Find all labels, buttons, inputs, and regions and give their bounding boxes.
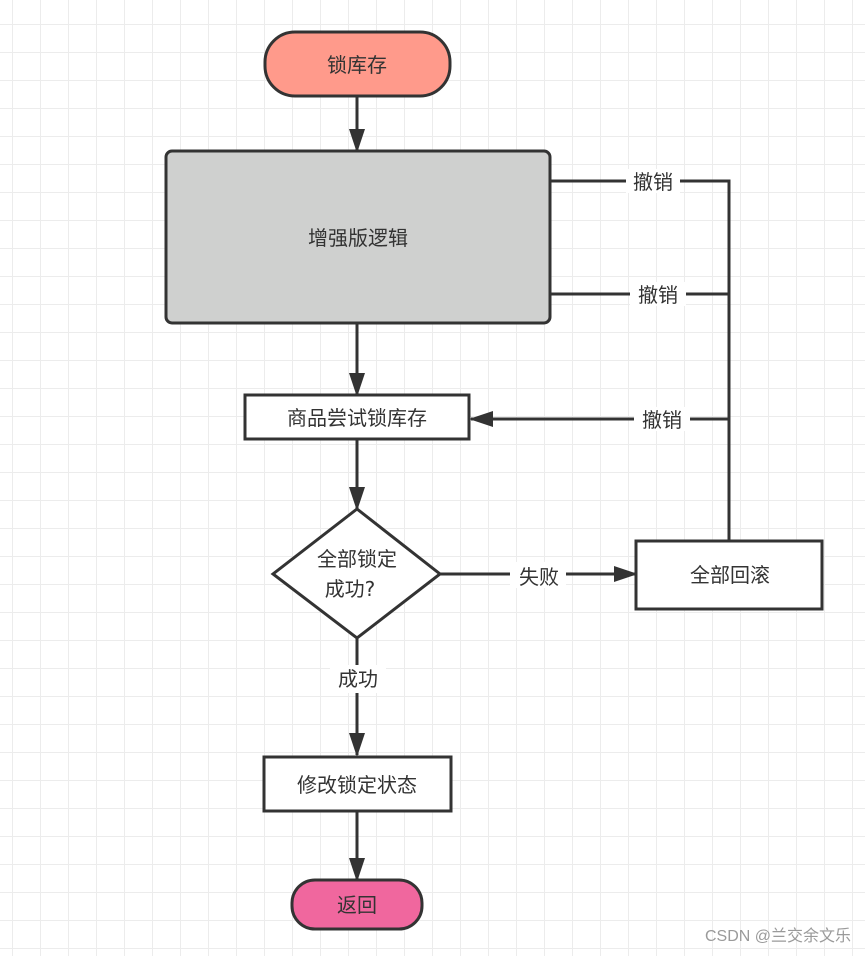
edge-label-undo-1-text: 撤销: [633, 170, 673, 194]
node-end-label: 返回: [337, 893, 377, 917]
edge-label-undo-3: 撤销: [634, 407, 690, 432]
node-try-lock-label: 商品尝试锁库存: [287, 406, 427, 430]
node-enhanced-logic[interactable]: 增强版逻辑: [164, 149, 552, 325]
edge-label-success-text: 成功: [338, 667, 378, 691]
node-update-status[interactable]: 修改锁定状态: [262, 755, 453, 813]
node-enhanced-logic-label: 增强版逻辑: [308, 226, 408, 250]
node-start-label: 锁库存: [327, 53, 387, 77]
edges: [349, 96, 731, 882]
node-rollback[interactable]: 全部回滚: [634, 539, 824, 611]
edge-label-success: 成功: [330, 665, 386, 693]
node-decision[interactable]: 全部锁定 成功?: [270, 507, 443, 640]
edge-label-fail: 失败: [510, 562, 566, 589]
edge-label-undo-2-text: 撤销: [638, 283, 678, 307]
edge-undo-1: [551, 179, 731, 540]
edge-label-undo-3-text: 撤销: [642, 408, 682, 432]
node-update-status-label: 修改锁定状态: [297, 773, 417, 797]
watermark: CSDN @兰交余文乐: [704, 928, 851, 945]
edge-label-undo-2: 撤销: [630, 282, 686, 307]
node-start[interactable]: 锁库存: [263, 30, 452, 98]
edge-label-fail-text: 失败: [519, 565, 559, 589]
node-try-lock[interactable]: 商品尝试锁库存: [243, 393, 471, 441]
node-end[interactable]: 返回: [290, 878, 424, 931]
node-rollback-label: 全部回滚: [690, 563, 770, 587]
node-decision-line1: 全部锁定: [317, 547, 397, 571]
node-decision-line2: 成功?: [325, 577, 376, 601]
edge-label-undo-1: 撤销: [626, 169, 680, 194]
